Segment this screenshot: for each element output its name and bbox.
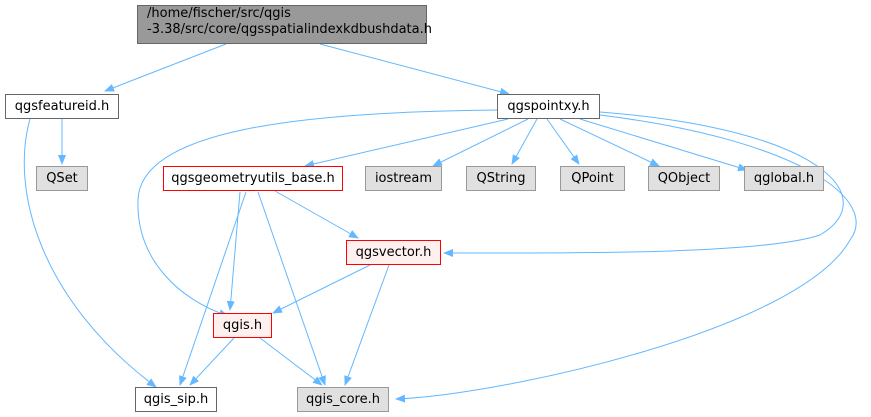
- node-label: QObject: [657, 170, 711, 186]
- node-iostream: iostream: [365, 166, 442, 191]
- edge-featureid-sip: [23, 118, 157, 388]
- edge-pointxy-qobject: [559, 118, 660, 167]
- root-path-line-1: /home/fischer/src/qgis: [147, 6, 291, 21]
- edge-pointxy-iostream: [432, 118, 529, 167]
- node-root-file: /home/fischer/src/qgis -3.38/src/core/qg…: [137, 5, 432, 44]
- edge-geomutils-core: [257, 191, 326, 386]
- node-label: qgspointxy.h: [507, 98, 590, 114]
- node-label: qgis_core.h: [306, 391, 380, 407]
- node-qstring: QString: [466, 166, 536, 191]
- node-label: qgis.h: [222, 317, 263, 333]
- edge-qgis-sip: [189, 337, 235, 386]
- node-qgsvector[interactable]: qgsvector.h: [346, 240, 441, 265]
- edge-pointxy-vector: [443, 111, 844, 258]
- node-qgsgeometryutils-base[interactable]: qgsgeometryutils_base.h: [163, 166, 343, 191]
- edge-pointxy-qpoint: [546, 118, 580, 165]
- node-label: qglobal.h: [753, 170, 815, 186]
- node-qgis[interactable]: qgis.h: [213, 313, 272, 338]
- node-label: qgis_sip.h: [143, 391, 209, 407]
- edge-vector-core: [344, 264, 390, 386]
- edge-geomutils-qgis: [226, 191, 241, 311]
- edge-pointxy-geomutils: [304, 118, 509, 168]
- edge-geomutils-vector: [274, 190, 359, 239]
- edge-root-pointxy: [319, 43, 510, 96]
- node-qgspointxy[interactable]: qgspointxy.h: [497, 94, 600, 119]
- edge-pointxy-qstring: [511, 118, 538, 165]
- node-qset: QSet: [36, 166, 88, 191]
- node-qglobal: qglobal.h: [744, 166, 824, 191]
- root-path-line-2: -3.38/src/core/qgsspatialindexkdbushdata…: [147, 22, 432, 37]
- edge-pointxy-qgis: [137, 109, 498, 317]
- node-label: qgsgeometryutils_base.h: [171, 170, 335, 186]
- node-qobject: QObject: [648, 166, 720, 191]
- node-label: QSet: [46, 170, 78, 186]
- node-label: qgsfeatureid.h: [14, 98, 110, 114]
- node-label: QString: [476, 170, 526, 186]
- node-qgsfeatureid[interactable]: qgsfeatureid.h: [5, 94, 119, 119]
- edge-root-featureid: [104, 43, 227, 92]
- node-label: QPoint: [571, 170, 614, 186]
- edge-pointxy-qglobal: [579, 118, 748, 172]
- node-label: qgsvector.h: [355, 244, 432, 260]
- edge-pointxy-core: [395, 114, 857, 403]
- node-label: iostream: [374, 170, 433, 186]
- edge-geomutils-sip: [179, 191, 247, 386]
- node-qgis-core: qgis_core.h: [297, 387, 389, 412]
- edge-vector-qgis: [272, 264, 371, 314]
- edge-qgis-core: [259, 337, 323, 386]
- node-qpoint: QPoint: [560, 166, 625, 191]
- node-qgis-sip[interactable]: qgis_sip.h: [135, 387, 217, 412]
